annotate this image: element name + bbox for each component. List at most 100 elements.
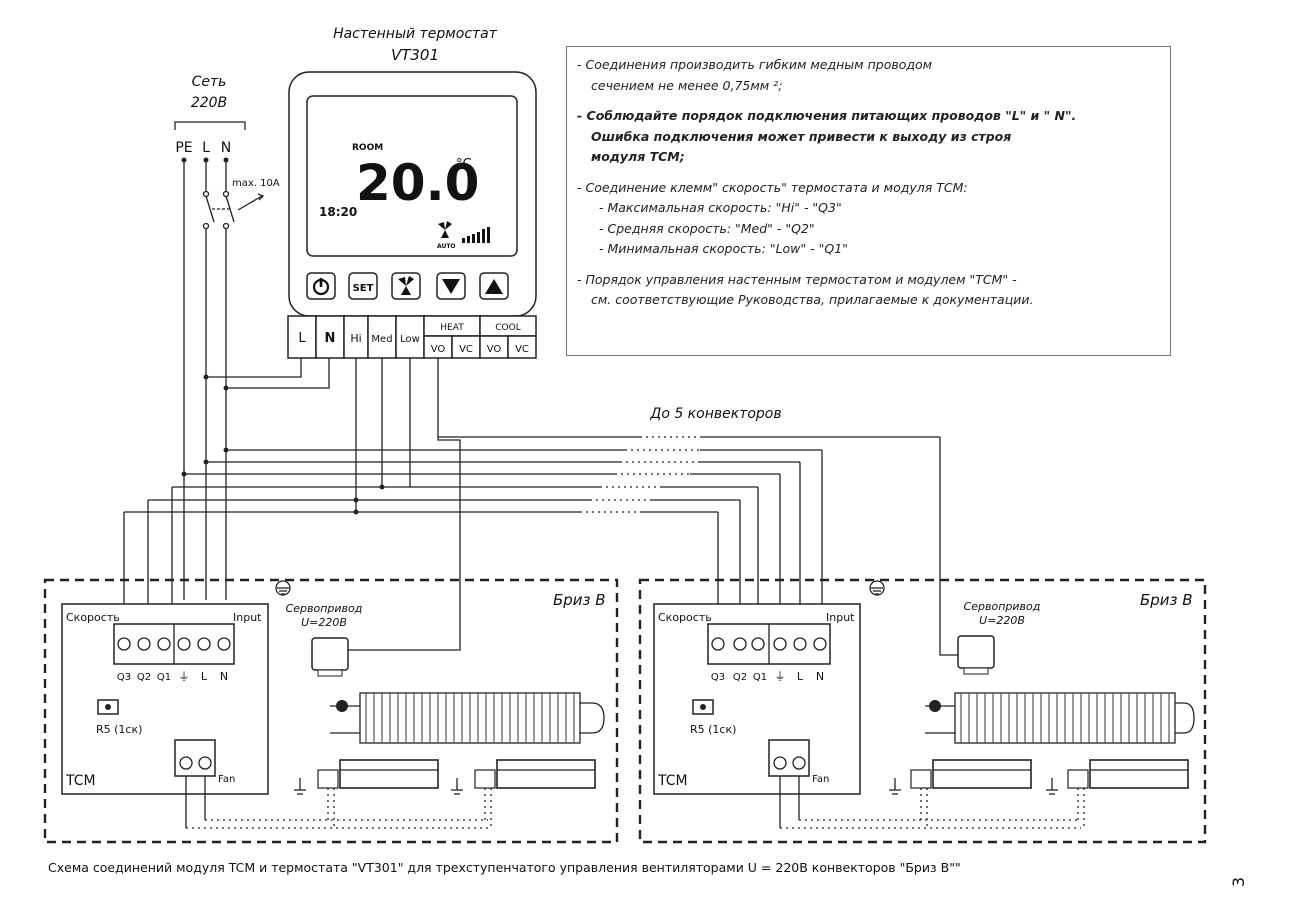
convector-count-note: До 5 конвекторов	[649, 406, 781, 422]
up-button[interactable]	[479, 272, 509, 300]
unit-1-fan-2	[451, 759, 596, 795]
down-button[interactable]	[436, 272, 466, 300]
unit-2-input-label: Input	[826, 611, 855, 624]
unit-2-resistor-label: R5 (1ск)	[690, 723, 736, 736]
unit-1-terminal-q3: Q3	[117, 672, 131, 683]
temperature-unit: °C	[456, 157, 472, 172]
unit-1: Бриз В Скорость Input Q3 Q2 Q1 ⏚ L N R5 …	[43, 578, 619, 844]
notes-line: - Минимальная скорость: "Low" - "Q1"	[599, 241, 848, 256]
breaker-label: max. 10A	[232, 178, 280, 189]
unit-1-terminal-n: N	[220, 670, 228, 683]
auto-label: AUTO	[437, 243, 456, 250]
terminal-cool-vc: VC	[515, 344, 529, 355]
notes-line: модуля TCM;	[591, 149, 685, 164]
unit-1-servo-voltage: U=220В	[301, 616, 347, 629]
thermostat-title: Настенный термостат	[333, 26, 498, 42]
unit-2-terminal-n: N	[816, 670, 824, 683]
unit-2-fan-label: Fan	[812, 774, 829, 785]
thermostat-model: VT301	[391, 46, 439, 64]
unit-1-fan-wiring	[185, 776, 492, 829]
notes-line: - Соединение клемм" скорость" термостата…	[577, 179, 968, 195]
mains-l-label: L	[202, 140, 210, 156]
bus-wires	[123, 358, 958, 656]
unit-2-servo-voltage: U=220В	[979, 614, 1025, 627]
unit-2-servo	[957, 635, 995, 669]
diagram-caption: Схема соединений модуля TCM и термостата…	[48, 860, 961, 875]
notes-line: сечением не менее 0,75мм ²;	[591, 77, 783, 93]
notes-gap	[577, 168, 1160, 178]
terminal-cool-vo: VO	[487, 344, 502, 355]
unit-1-terminal-q1: Q1	[157, 672, 171, 683]
fan-auto-icon	[438, 221, 452, 238]
thermostat-terminal-block: L N Hi Med Low HEAT COOL VO VC VO VC	[287, 315, 537, 359]
unit-1-terminal-ground: ⏚	[179, 670, 190, 683]
unit-2: Бриз В Скорость Input Q3 Q2 Q1 ⏚ L N R5 …	[638, 578, 1207, 844]
unit-1-terminal-screws	[117, 637, 231, 651]
fan-button[interactable]	[391, 272, 421, 300]
unit-2-servo-label: Сервопривод	[964, 600, 1041, 613]
unit-2-fan-2	[1046, 759, 1189, 795]
unit-2-terminal-l: L	[797, 670, 804, 683]
notes-line: - Соблюдайте порядок подключения питающи…	[577, 108, 1077, 123]
notes-line: - Порядок управления настенным термостат…	[577, 271, 1017, 287]
unit-2-fan-wiring	[779, 776, 1085, 829]
terminal-low: Low	[400, 334, 420, 345]
mains-title: Сеть	[192, 74, 227, 90]
unit-2-module-label: TCM	[657, 773, 688, 789]
notes-line: - Максимальная скорость: "Hi" - "Q3"	[599, 200, 842, 215]
unit-1-servo-label: Сервопривод	[286, 602, 363, 615]
terminal-heat-vc: VC	[459, 344, 473, 355]
unit-2-terminal-screws	[711, 637, 827, 651]
unit-2-terminal-q2: Q2	[733, 672, 747, 683]
thermostat: ROOM 20.0 °C 18:20 AUTO SET	[288, 71, 537, 317]
notes-box: - Соединения производить гибким медным п…	[566, 46, 1171, 356]
terminal-cool: COOL	[495, 323, 520, 333]
unit-1-frame	[43, 578, 619, 844]
unit-1-fan-1	[294, 759, 439, 795]
breaker-icon	[202, 190, 265, 230]
terminal-heat-vo: VO	[431, 344, 446, 355]
unit-2-heat-exchanger	[925, 692, 1195, 744]
unit-1-terminal-l: L	[201, 670, 208, 683]
mains-voltage: 220В	[191, 95, 227, 111]
unit-1-terminal-q2: Q2	[137, 672, 151, 683]
unit-1-name: Бриз В	[553, 591, 606, 609]
power-icon	[312, 278, 330, 296]
set-button-label: SET	[353, 283, 374, 294]
terminal-med: Med	[371, 334, 392, 345]
clock-readout: 18:20	[319, 205, 357, 219]
unit-1-speed-label: Скорость	[66, 611, 120, 624]
notes-gap	[577, 96, 1160, 106]
unit-2-name: Бриз В	[1140, 591, 1193, 609]
unit-1-heat-exchanger	[330, 692, 605, 744]
terminal-l: L	[298, 331, 306, 346]
unit-1-input-label: Input	[233, 611, 262, 624]
ground-icon	[275, 580, 291, 596]
terminal-n: N	[325, 331, 336, 346]
unit-2-terminal-q3: Q3	[711, 672, 725, 683]
unit-1-servo	[311, 637, 349, 671]
set-button[interactable]: SET	[348, 272, 378, 300]
signal-bars-icon	[462, 227, 490, 243]
ground-icon	[869, 580, 885, 596]
room-label: ROOM	[352, 143, 383, 153]
thermostat-screen	[306, 95, 518, 257]
power-button[interactable]	[306, 272, 336, 300]
mains-wires	[181, 157, 330, 600]
unit-1-resistor-label: R5 (1ск)	[96, 723, 142, 736]
unit-2-speed-label: Скорость	[658, 611, 712, 624]
terminal-hi: Hi	[350, 332, 361, 345]
unit-2-terminal-q1: Q1	[753, 672, 767, 683]
notes-gap	[577, 260, 1160, 270]
unit-2-terminal-ground: ⏚	[775, 670, 786, 683]
page-number: 3	[1229, 877, 1248, 887]
notes-line: - Соединения производить гибким медным п…	[577, 57, 933, 72]
up-arrow-icon	[485, 279, 503, 294]
down-arrow-icon	[442, 279, 460, 294]
notes-line: - Средняя скорость: "Med" - "Q2"	[599, 220, 815, 236]
temperature-readout: 20.0	[356, 154, 479, 212]
unit-1-module-label: TCM	[65, 773, 96, 789]
unit-2-fan-1	[889, 759, 1032, 795]
fan-icon	[398, 276, 414, 295]
